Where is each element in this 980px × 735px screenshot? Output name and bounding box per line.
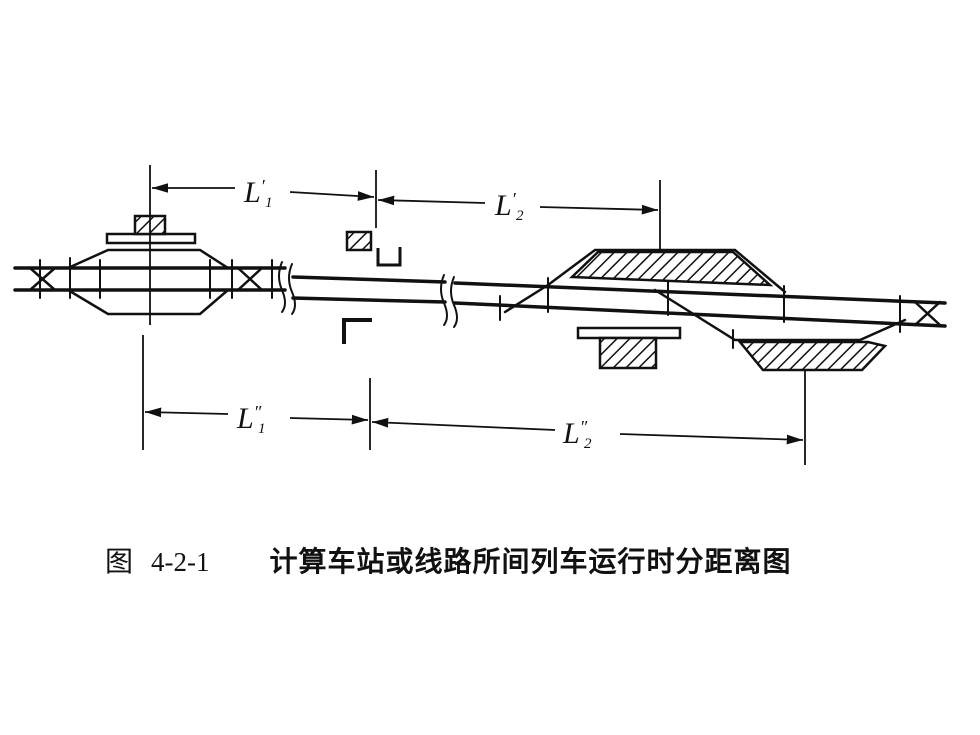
figure-caption: 图 4-2-1 计算车站或线路所间列车运行时分距离图 [105,540,792,580]
extension-lines [142,165,806,465]
break-mark-1 [278,261,296,315]
station-b-platform-lower [737,340,888,372]
track-ticks [39,257,901,349]
signal-upper [345,230,402,267]
label-l2-dprime: L″ 2 [562,417,592,452]
dim-l2-prime [377,195,659,215]
station-b-platform-upper [569,250,774,287]
main-track-upper [13,266,947,305]
caption-prefix: 图 [105,545,136,578]
station-b-building [576,326,682,370]
label-l1-dprime: L″ 1 [236,402,266,437]
dim-l1-dprime [144,407,369,425]
caption-text: 计算车站或线路所间列车运行时分距离图 [269,545,792,578]
caption-number: 4-2-1 [151,547,210,577]
main-track-lower [13,288,947,328]
label-l2-prime: L′ 2 [494,189,524,224]
svg-text:1: 1 [265,195,273,211]
station-a-building [105,214,197,245]
break-mark-2 [440,274,458,328]
svg-text:2: 2 [584,436,592,452]
station-a-siding [66,248,230,316]
station-b-siding-lower [653,288,907,342]
svg-text:1: 1 [258,421,266,437]
svg-text:L″: L″ [236,402,262,435]
svg-text:L″: L″ [562,417,588,450]
crossover-right [913,300,942,327]
signal-lower [342,318,372,344]
dim-l1-prime [152,183,375,201]
svg-text:L′: L′ [243,176,266,209]
dim-l2-dprime [371,417,804,445]
station-b-siding-upper [503,248,787,314]
crossover-left [28,266,264,292]
svg-text:2: 2 [516,208,524,224]
svg-text:L′: L′ [494,189,517,222]
label-l1-prime: L′ 1 [243,176,273,211]
